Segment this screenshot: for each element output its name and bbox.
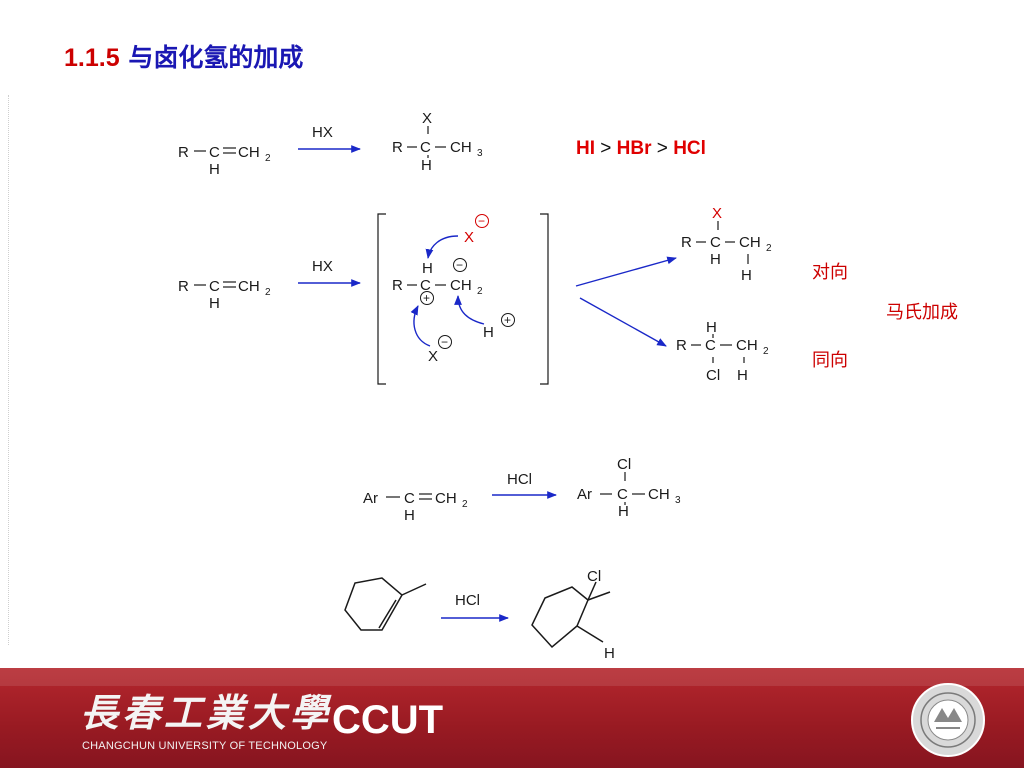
attack-arrow-top	[425, 235, 459, 259]
int-r: R	[392, 277, 403, 294]
r2-c: C	[209, 278, 220, 295]
r4p-h: H	[604, 645, 615, 662]
int-sub2: 2	[477, 286, 483, 297]
int-h-top: H	[422, 260, 433, 277]
label-markovnikov: 马氏加成	[886, 302, 958, 323]
order-hcl: HCl	[673, 138, 706, 159]
r2-r: R	[178, 278, 189, 295]
order-hbr: HBr	[616, 138, 652, 159]
syn-cl: Cl	[706, 367, 720, 384]
reaction-2: R C CH 2 H HX X − H − R C CH 2 + H +	[178, 205, 772, 385]
r2-ch: CH	[238, 278, 260, 295]
arrow-syn	[579, 297, 667, 347]
cyclohexene-ring	[344, 577, 403, 631]
plus-charge-icon	[501, 313, 515, 327]
r3-c: C	[404, 490, 415, 507]
anti-x: X	[712, 205, 722, 222]
x-bottom-charge: −	[441, 335, 448, 349]
r3p-cl: Cl	[617, 456, 631, 473]
anti-r: R	[681, 234, 692, 251]
syn-c: C	[705, 337, 716, 354]
anti-ch: CH	[739, 234, 761, 251]
cyclohexane-ring	[531, 586, 589, 649]
footer-banner: 長春工業大學 CCUT CHANGCHUN UNIVERSITY OF TECH…	[0, 668, 1024, 768]
anti-h1: H	[710, 251, 721, 268]
r3-reagent: HCl	[507, 471, 532, 488]
r3p-c: C	[617, 486, 628, 503]
x-anion-top: X	[464, 229, 474, 246]
reactivity-order: HI > HBr > HCl	[576, 138, 706, 160]
order-hi: HI	[576, 138, 595, 159]
syn-ch: CH	[736, 337, 758, 354]
bracket-right	[540, 213, 549, 385]
x-anion-bottom: X	[428, 348, 438, 365]
proton-arrow	[454, 295, 485, 325]
r3p-h: H	[618, 503, 629, 520]
r3-sub2: 2	[462, 499, 468, 510]
minus-charge-icon	[438, 335, 452, 349]
r1p-sub3: 3	[477, 148, 483, 159]
reaction-1: R C CH 2 H HX X R C CH 3 H	[178, 110, 483, 178]
h-plus: +	[504, 313, 511, 327]
anti-sub2: 2	[766, 243, 772, 254]
minus-charge-icon	[475, 214, 489, 228]
r4-reagent: HCl	[455, 592, 480, 609]
r1p-ch: CH	[450, 139, 472, 156]
order-gt-1: >	[600, 138, 612, 159]
label-anti: 对向	[812, 262, 848, 283]
r4p-cl: Cl	[587, 568, 601, 585]
r1p-r: R	[392, 139, 403, 156]
anti-h2: H	[741, 267, 752, 284]
r1-reagent: HX	[312, 124, 333, 141]
r3p-ar: Ar	[577, 486, 592, 503]
syn-r: R	[676, 337, 687, 354]
r1-ch: CH	[238, 144, 260, 161]
plus-charge-icon	[420, 291, 434, 305]
int-ch: CH	[450, 277, 472, 294]
university-abbr: CCUT	[332, 698, 444, 742]
r3-ar: Ar	[363, 490, 378, 507]
r3-h: H	[404, 507, 415, 524]
r1-h: H	[209, 161, 220, 178]
slide-title: 1.1.5 与卤化氢的加成	[64, 38, 303, 74]
footer-band	[0, 668, 1024, 686]
r1p-x: X	[422, 110, 432, 127]
university-chinese-name: 長春工業大學	[80, 690, 333, 735]
r1-sub2: 2	[265, 153, 271, 164]
x-top-charge: −	[478, 214, 485, 228]
arrow-anti	[575, 256, 677, 287]
left-dotted-border	[8, 95, 9, 645]
order-gt-2: >	[656, 138, 668, 159]
syn-h-bottom: H	[737, 367, 748, 384]
r1-c: C	[209, 144, 220, 161]
section-number: 1.1.5	[64, 44, 120, 72]
university-english-name: CHANGCHUN UNIVERSITY OF TECHNOLOGY	[82, 740, 328, 752]
university-seal-icon	[911, 683, 985, 757]
reaction-scheme: R C CH 2 H HX X R C CH 3 H R C CH 2 H HX	[178, 110, 772, 662]
anti-c: C	[710, 234, 721, 251]
r1-r: R	[178, 144, 189, 161]
reaction-3: Ar C CH 2 H HCl Cl Ar C CH 3 H	[363, 456, 681, 524]
r2-h: H	[209, 295, 220, 312]
r1p-c: C	[420, 139, 431, 156]
minus-charge-icon	[453, 258, 467, 272]
title-text: 与卤化氢的加成	[128, 43, 304, 72]
label-syn: 同向	[812, 350, 848, 371]
r2-reagent: HX	[312, 258, 333, 275]
int-minus: −	[456, 258, 463, 272]
syn-sub2: 2	[763, 346, 769, 357]
syn-h-top: H	[706, 319, 717, 336]
r3p-ch: CH	[648, 486, 670, 503]
r2-sub2: 2	[265, 287, 271, 298]
h-cation: H	[483, 324, 494, 341]
r3p-sub3: 3	[675, 495, 681, 506]
bracket-left	[377, 213, 386, 385]
int-c: C	[420, 277, 431, 294]
attack-arrow-bottom	[410, 305, 431, 347]
r1p-h: H	[421, 157, 432, 174]
reaction-4: HCl Cl H	[344, 568, 615, 662]
r3-ch: CH	[435, 490, 457, 507]
int-plus: +	[423, 291, 430, 305]
